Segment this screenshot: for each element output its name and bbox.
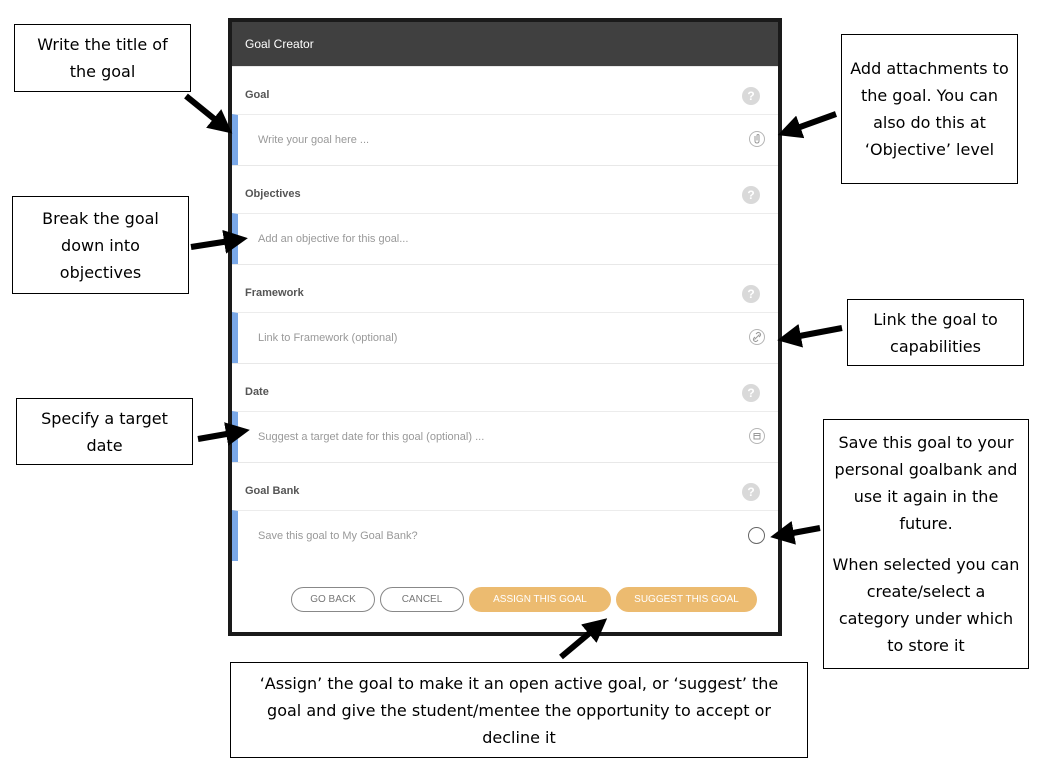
callout-goal-title-text: Write the title of the goal: [37, 35, 168, 81]
help-icon[interactable]: ?: [742, 384, 760, 402]
section-goal-label: Goal: [245, 89, 270, 101]
section-date: Date ? Suggest a target date for this go…: [232, 363, 778, 463]
callout-attachments-text: Add attachments to the goal. You can als…: [850, 59, 1009, 159]
section-goal: Goal ? Write your goal here ...: [232, 66, 778, 166]
callout-framework: Link the goal to capabilities: [847, 299, 1024, 366]
objective-input[interactable]: Add an objective for this goal...: [232, 213, 778, 264]
paperclip-icon[interactable]: [749, 131, 765, 147]
link-icon[interactable]: [749, 329, 765, 345]
section-goal-bank: Goal Bank ? Save this goal to My Goal Ba…: [232, 462, 778, 562]
framework-placeholder: Link to Framework (optional): [258, 332, 398, 344]
arrow-to-framework: [777, 323, 843, 348]
section-framework: Framework ? Link to Framework (optional): [232, 264, 778, 364]
callout-goalbank-text-1: Save this goal to your personal goalbank…: [834, 433, 1018, 533]
modal-header: Goal Creator: [232, 22, 778, 66]
goal-title-input[interactable]: Write your goal here ...: [232, 114, 778, 165]
section-objectives-label: Objectives: [245, 188, 301, 200]
target-date-input[interactable]: Suggest a target date for this goal (opt…: [232, 411, 778, 462]
callout-framework-text: Link the goal to capabilities: [873, 309, 998, 356]
cancel-button[interactable]: CANCEL: [380, 587, 464, 612]
framework-link-input[interactable]: Link to Framework (optional): [232, 312, 778, 363]
callout-assign-suggest: ‘Assign’ the goal to make it an open act…: [230, 662, 808, 758]
help-icon[interactable]: ?: [742, 87, 760, 105]
callout-goalbank-text-2: When selected you can create/select a ca…: [832, 555, 1020, 655]
help-icon[interactable]: ?: [742, 483, 760, 501]
section-objectives: Objectives ? Add an objective for this g…: [232, 165, 778, 265]
suggest-goal-button[interactable]: SUGGEST THIS GOAL: [616, 587, 757, 612]
modal-body: Goal Creator Goal ? Write your goal here…: [232, 22, 778, 632]
callout-assign-suggest-text: ‘Assign’ the goal to make it an open act…: [259, 673, 779, 747]
modal-title: Goal Creator: [245, 37, 314, 51]
section-framework-label: Framework: [245, 287, 304, 299]
arrow-to-goal-bank: [770, 521, 821, 545]
objective-placeholder: Add an objective for this goal...: [258, 233, 409, 245]
date-placeholder: Suggest a target date for this goal (opt…: [258, 431, 485, 443]
goal-creator-modal: Goal Creator Goal ? Write your goal here…: [228, 18, 782, 636]
callout-objectives-text: Break the goal down into objectives: [42, 208, 159, 282]
assign-goal-button[interactable]: ASSIGN THIS GOAL: [469, 587, 611, 612]
arrow-to-goal-input: [184, 93, 233, 134]
callout-attachments: Add attachments to the goal. You can als…: [841, 34, 1018, 184]
callout-goal-title: Write the title of the goal: [14, 24, 191, 92]
go-back-button[interactable]: GO BACK: [291, 587, 375, 612]
callout-date: Specify a target date: [16, 398, 193, 465]
goal-title-placeholder: Write your goal here ...: [258, 134, 370, 146]
section-goal-bank-label: Goal Bank: [245, 485, 300, 497]
radio-icon[interactable]: [748, 527, 765, 544]
callout-date-text: Specify a target date: [41, 408, 168, 455]
goal-bank-option[interactable]: Save this goal to My Goal Bank?: [232, 510, 778, 561]
arrow-to-attachment: [777, 111, 838, 139]
goal-bank-question: Save this goal to My Goal Bank?: [258, 530, 418, 542]
callout-objectives: Break the goal down into objectives: [12, 196, 189, 294]
help-icon[interactable]: ?: [742, 186, 760, 204]
section-date-label: Date: [245, 386, 269, 398]
help-icon[interactable]: ?: [742, 285, 760, 303]
callout-goalbank: Save this goal to your personal goalbank…: [823, 419, 1029, 669]
calendar-icon[interactable]: [749, 428, 765, 444]
